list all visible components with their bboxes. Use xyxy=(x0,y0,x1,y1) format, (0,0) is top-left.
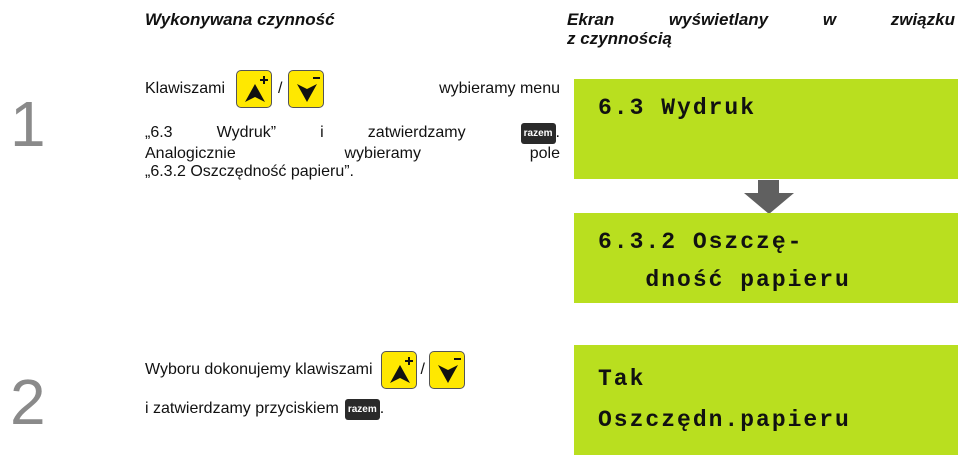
header-word: w xyxy=(822,10,837,29)
down-key-button[interactable] xyxy=(428,351,465,389)
right-column-header-line2: z czynnością xyxy=(567,29,672,48)
down-arrow-icon xyxy=(744,180,794,214)
step1-line1: Klawiszami / wybieramy menu xyxy=(145,69,560,109)
separator: / xyxy=(420,361,425,378)
step1-word: zatwierdzamy xyxy=(367,124,466,141)
lcd-screen-setting: Tak Oszczędn.papieru xyxy=(574,345,958,455)
right-column-header: Ekran wyświetlany w związku xyxy=(567,10,955,29)
down-key-button[interactable] xyxy=(288,70,325,108)
header-word: związku xyxy=(890,10,955,29)
lcd-text: Tak xyxy=(598,366,646,392)
step1-line4: „6.3.2 Oszczędność papieru”. xyxy=(145,163,354,180)
step1-line3: Analogicznie wybieramy pole xyxy=(145,145,560,163)
lcd-text: Oszczędn.papieru xyxy=(598,407,851,433)
step1-text: wybieramy menu xyxy=(439,80,560,97)
lcd-screen-menu: 6.3 Wydruk xyxy=(574,79,958,179)
up-key-button[interactable] xyxy=(380,351,417,389)
header-word: wyświetlany xyxy=(668,10,769,29)
step1-line2: „6.3 Wydruk” i zatwierdzamy razem . xyxy=(145,121,560,145)
step2-line1: Wyboru dokonujemy klawiszami / xyxy=(145,350,465,390)
lcd-text: dność papieru xyxy=(598,267,851,293)
step1-text: Klawiszami xyxy=(145,80,226,97)
razem-key-button[interactable]: razem xyxy=(520,122,556,144)
razem-key-button[interactable]: razem xyxy=(344,398,380,420)
arrow-down-minus-icon xyxy=(437,358,461,383)
lcd-screen-option: 6.3.2 Oszczę- dność papieru xyxy=(574,213,958,303)
arrow-up-plus-icon xyxy=(389,357,413,383)
step1-word: Wydruk” xyxy=(216,124,277,141)
separator: / xyxy=(278,80,283,97)
period: . xyxy=(379,400,385,417)
step-number-2: 2 xyxy=(10,366,46,438)
step1-word: pole xyxy=(529,145,560,162)
step1-word: wybieramy xyxy=(344,145,421,162)
step2-line2: i zatwierdzamy przyciskiem razem . xyxy=(145,397,384,421)
step1-word: Analogicznie xyxy=(145,145,236,162)
left-column-header: Wykonywana czynność xyxy=(145,10,335,29)
step-number-1: 1 xyxy=(10,88,46,160)
up-key-button[interactable] xyxy=(236,70,273,108)
step2-text: i zatwierdzamy przyciskiem xyxy=(145,400,339,417)
step1-word: „6.3 xyxy=(145,124,173,141)
header-word: Ekran xyxy=(567,10,615,29)
arrow-up-plus-icon xyxy=(245,76,269,102)
period: . xyxy=(555,124,560,141)
step1-word: i xyxy=(320,124,324,141)
arrow-down-minus-icon xyxy=(297,77,321,102)
lcd-text: 6.3 Wydruk xyxy=(598,95,757,121)
lcd-text: 6.3.2 Oszczę- xyxy=(598,229,804,255)
step2-text: Wyboru dokonujemy klawiszami xyxy=(145,361,373,378)
